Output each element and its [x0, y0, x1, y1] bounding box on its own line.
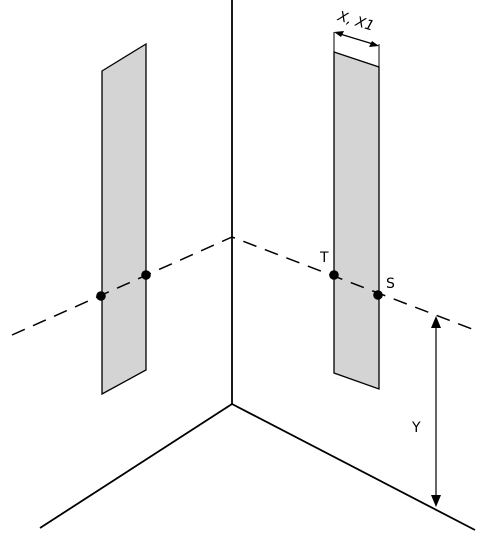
- height-arrowhead-bottom: [431, 495, 441, 507]
- left-panel-point-1: [96, 291, 106, 301]
- point-s: [373, 290, 383, 300]
- point-t: [329, 270, 339, 280]
- height-arrowhead-top: [431, 316, 441, 328]
- dashed-reference-line: [11, 236, 473, 336]
- right-panel: [333, 51, 380, 390]
- width-arrowhead-right: [369, 41, 379, 47]
- width-arrowhead-left: [334, 31, 344, 37]
- floor-edge-left: [39, 403, 233, 529]
- floor-edge-right: [231, 403, 476, 531]
- point-t-label: T: [319, 250, 329, 266]
- left-panel-point-2: [141, 270, 151, 280]
- width-dimension-label: X, X1: [335, 8, 376, 34]
- width-dimension-arrow: [339, 33, 374, 45]
- point-s-label: S: [386, 276, 395, 292]
- left-panel: [101, 42, 147, 396]
- height-dimension-label: Y: [411, 420, 421, 436]
